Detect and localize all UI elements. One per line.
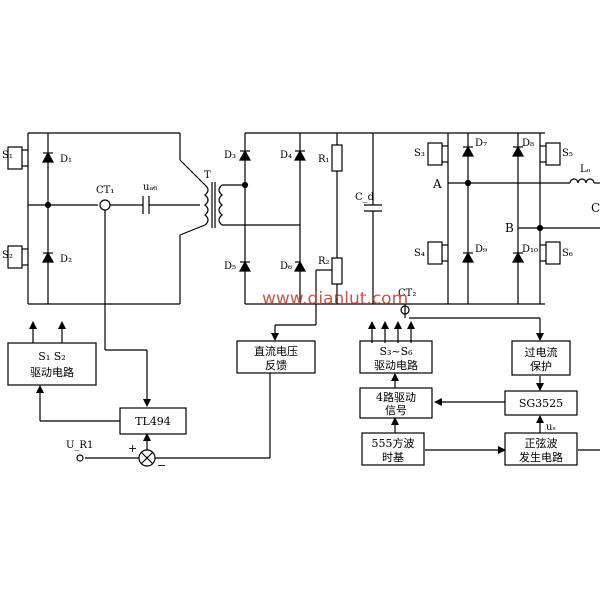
rectifier-bridge [238, 132, 545, 305]
label-lo: Lₒ [580, 164, 591, 175]
sg3525-label: SG3525 [519, 397, 563, 410]
left-half-bridge [7, 132, 206, 305]
label-d10: D₁₀ [522, 244, 538, 255]
label-d2: D₂ [60, 254, 72, 265]
sine-gen-line1: 正弦波 [525, 436, 558, 450]
diode-d1-symbol [41, 151, 55, 163]
label-s3: S₃ [414, 148, 425, 159]
label-uab: uₐ₆ [143, 182, 157, 193]
diode-d2-symbol [41, 251, 55, 263]
label-ct1: CT₁ [96, 185, 114, 196]
s36-driver-line1: S₃~S₆ [379, 345, 413, 358]
label-co: C [591, 201, 600, 215]
label-node-a: A [432, 177, 442, 191]
label-d3: D₃ [224, 150, 236, 161]
drive4-line2: 信号 [385, 404, 407, 417]
sine-gen-line2: 发生电路 [519, 450, 563, 464]
tl494-box [119, 407, 187, 435]
s12-driver-box [7, 342, 97, 386]
label-minus: − [157, 459, 166, 472]
summing-junction [76, 449, 156, 467]
drive4-line1: 4路驱动 [376, 391, 416, 404]
control-wiring [29, 210, 600, 459]
label-node-b: B [505, 221, 514, 235]
full-bridge-inverter [400, 133, 600, 318]
timer555-line2: 时基 [382, 451, 404, 464]
dc-link [315, 133, 382, 310]
label-d4: D₄ [280, 150, 292, 161]
s12-driver-line2: 驱动电路 [30, 366, 74, 379]
label-t: T [204, 170, 211, 181]
label-s2: S₂ [2, 250, 13, 261]
label-d6: D₆ [280, 261, 292, 272]
sg3525-box [504, 390, 578, 416]
overcurrent-box [511, 340, 571, 376]
label-plus: + [128, 442, 137, 455]
timer555-line1: 555方波 [372, 436, 415, 450]
dc-feedback-box [236, 340, 316, 374]
label-d7: D₇ [475, 138, 487, 149]
label-uref: U_R1 [66, 440, 93, 451]
s12-driver-line1: S₁ S₂ [38, 350, 65, 363]
label-s6: S₆ [562, 248, 573, 259]
label-d1: D₁ [60, 154, 72, 165]
label-s1: S₁ [2, 150, 13, 161]
label-d9: D₉ [475, 244, 487, 255]
overcurrent-line2: 保护 [530, 359, 552, 373]
timer555-box [361, 432, 425, 466]
label-s5: S₅ [562, 148, 573, 159]
label-d8: D₈ [522, 138, 534, 149]
label-d5: D₅ [224, 261, 236, 272]
label-us: uₛ [546, 422, 556, 433]
s36-driver-line2: 驱动电路 [374, 359, 418, 372]
label-cd: C_d [355, 192, 375, 203]
sine-gen-box [504, 432, 578, 466]
label-r2: R₂ [318, 256, 330, 267]
tl494-label: TL494 [135, 415, 171, 428]
s36-driver-box [359, 340, 433, 374]
dc-feedback-line2: 反馈 [265, 359, 287, 372]
label-s4: S₄ [414, 248, 425, 259]
dc-feedback-line1: 直流电压 [254, 344, 298, 358]
drive4-box [359, 387, 433, 419]
label-ct2: CT₂ [398, 288, 416, 299]
watermark: www.dianlut.com [262, 289, 408, 309]
primary-path [99, 182, 300, 228]
label-r1: R₁ [318, 154, 330, 165]
overcurrent-line1: 过电流 [525, 345, 558, 359]
